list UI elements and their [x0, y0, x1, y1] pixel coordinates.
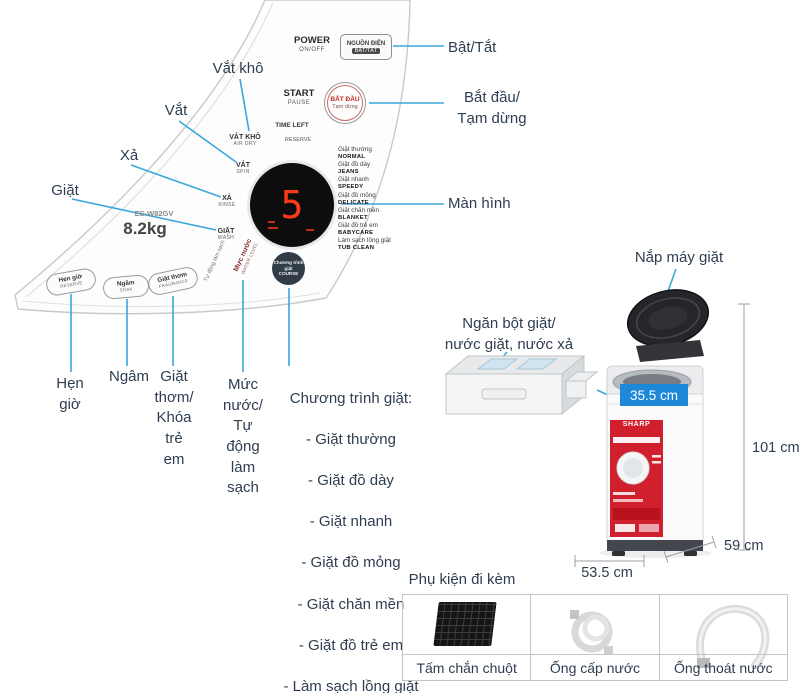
label-xa: Xả [119, 147, 139, 164]
label-giat: Giặt [51, 182, 79, 199]
capacity-print: 8.2kg [123, 219, 167, 238]
label-course-list: Chương trình giặt: - Giặt thường - Giặt … [262, 368, 440, 693]
label-vat-kho: Vắt khô [212, 60, 264, 77]
label-muc-nuoc: Mức nước/ Tự động làm sạch [223, 376, 263, 497]
dimension-depth: 59 cm [724, 538, 764, 554]
label-ngam: Ngâm [108, 368, 149, 385]
course-list-item: - Giặt đồ dày [308, 471, 394, 489]
label-bat-dau: Bắt đầu/ Tạm dừng [457, 89, 527, 127]
label-bat-tat: Bật/Tắt [448, 39, 497, 56]
start-button-inner: BẮT ĐẦU Tạm dừng [327, 85, 363, 121]
drain-hose-image [660, 595, 787, 654]
display-indicator [306, 229, 314, 231]
label-man-hinh: Màn hình [448, 195, 511, 212]
display-value: 5 [280, 183, 304, 227]
hose-illustrations [570, 604, 770, 669]
start-print: START PAUSE [277, 88, 321, 107]
label-ngan-bot-giat: Ngăn bột giặt/ nước giặt, nước xả [444, 315, 574, 353]
dimension-lines [574, 303, 750, 567]
power-button-line2: BẬT/TẮT [351, 47, 381, 54]
brand-logo: SHARP [622, 421, 651, 428]
led-display: 5 [247, 160, 337, 250]
course-list-item: - Giặt đồ mỏng [301, 554, 401, 572]
power-button-line1: NGUỒN ĐIỆN [346, 40, 386, 47]
model-print: ES-W82GV [134, 209, 174, 218]
power-print: POWER ON/OFF [288, 35, 336, 54]
accessories-title: Phụ kiện đi kèm [408, 571, 516, 588]
start-button-line2: Tạm dừng [332, 103, 358, 110]
accessory-cell-rat-guard: Tấm chắn chuột [402, 594, 532, 681]
display-indicator [268, 221, 275, 223]
course-list-item: - Giặt thường [306, 430, 396, 448]
accessories-table: Tấm chắn chuột Ống cấp nước Ống thoát nư… [402, 594, 788, 681]
label-giat-thom: Giặt thơm/ Khóa trẻ em [154, 368, 194, 468]
accessory-cell-drain-hose: Ống thoát nước [658, 594, 788, 681]
cycle-giat: GIẶT WASH [217, 228, 235, 241]
course-list-item: - Giặt đồ trẻ em [298, 636, 404, 654]
start-label: START [283, 88, 315, 99]
label-nap-may-giat: Nắp máy giặt [634, 249, 724, 266]
dimension-width: 53.5 cm [581, 565, 633, 581]
front-sticker [610, 420, 663, 537]
start-button: BẮT ĐẦU Tạm dừng [324, 82, 366, 124]
accessory-label: Ống thoát nước [659, 654, 787, 680]
detergent-drawer-illustration [444, 354, 599, 416]
label-hen-gio: Hẹn giờ [56, 375, 84, 413]
time-left-print: TIME LEFT [275, 122, 309, 129]
accessory-cell-supply-hose: Ống cấp nước [530, 594, 660, 681]
start-button-line1: BẮT ĐẦU [330, 96, 360, 104]
accessory-label: Ống cấp nước [531, 654, 659, 680]
course-list-item: - Làm sạch lồng giặt [283, 677, 419, 693]
reserve-print: RESERVE [284, 137, 312, 143]
dimension-height: 101 cm [752, 440, 800, 456]
accessory-label: Tấm chắn chuột [403, 654, 531, 680]
rat-guard-image [433, 602, 497, 646]
supply-hose-image [531, 595, 658, 654]
start-sublabel: PAUSE [287, 99, 311, 106]
power-label: POWER [294, 35, 330, 46]
course-list-item: - Giặt chăn mền [297, 595, 405, 613]
course-list-item: - Giặt nhanh [309, 513, 393, 531]
cycle-xa: XẢ RINSE [218, 195, 236, 208]
washing-machine-illustration [599, 289, 711, 558]
cycle-vat: VẮT SPIN [236, 162, 250, 175]
power-sublabel: ON/OFF [299, 46, 325, 53]
dimension-top-highlight: 35.5 cm [620, 384, 688, 406]
label-vat: Vắt [164, 102, 188, 119]
cycle-vat-kho: VẮT KHÔ AIR DRY [229, 134, 261, 147]
power-button: NGUỒN ĐIỆN BẬT/TẮT [340, 34, 392, 60]
course-list-header: Chương trình giặt: [289, 389, 413, 407]
display-indicator [268, 227, 278, 229]
course-button: Chương trình giặt COURSE [272, 252, 305, 285]
connector-lines [70, 45, 677, 397]
